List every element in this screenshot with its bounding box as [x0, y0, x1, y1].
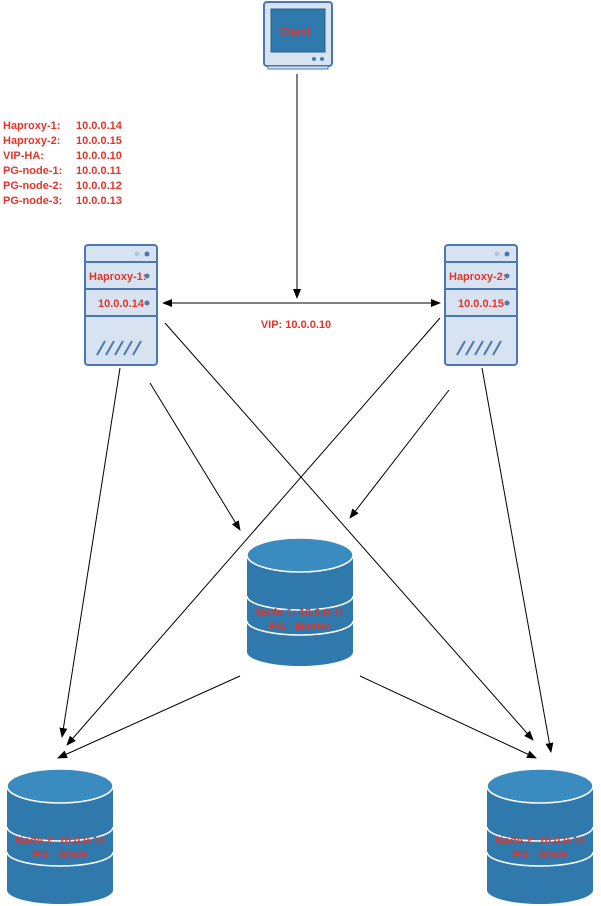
slave-left-line1: Node 2: 10.0.0.12: [15, 835, 104, 847]
legend-name-pg1: PG-node-1:: [3, 165, 62, 177]
legend-ip-haproxy1: 10.0.0.14: [76, 120, 123, 132]
legend-ip-pg2: 10.0.0.12: [76, 180, 122, 192]
slave-right-line1: Node 2: 10.0.0.12: [495, 835, 584, 847]
legend-name-vip: VIP-HA:: [3, 150, 44, 162]
legend-name-pg3: PG-node-3:: [3, 195, 62, 207]
vip-label: VIP: 10.0.0.10: [261, 319, 331, 331]
haproxy2-name-label: Haproxy-2:: [449, 271, 506, 283]
master-line2: PG - Master: [269, 621, 331, 633]
slave-left-line2: PG - Slave: [33, 849, 87, 861]
ip-legend: Haproxy-1: 10.0.0.14 Haproxy-2: 10.0.0.1…: [3, 120, 123, 207]
haproxy1-to-slave-left-arrow: [59, 367, 121, 738]
slave-left-node: Node 2: 10.0.0.12 PG - Slave: [6, 768, 114, 904]
haproxy2-to-master-arrow: [349, 389, 450, 519]
connections: [57, 74, 554, 759]
database-icon: [246, 537, 354, 666]
legend-ip-vip: 10.0.0.10: [76, 150, 122, 162]
haproxy2-node: Haproxy-2: 10.0.0.15: [444, 244, 518, 366]
master-line1: Node 1: 10.0.0.11: [256, 607, 345, 619]
haproxy2-to-slave-left-arrow: [66, 317, 441, 746]
haproxy2-ip-label: 10.0.0.15: [458, 298, 504, 310]
legend-name-haproxy2: Haproxy-2:: [3, 135, 60, 147]
legend-name-haproxy1: Haproxy-1:: [3, 120, 60, 132]
server-icon: [444, 244, 518, 366]
haproxy1-to-slave-right-arrow: [164, 322, 534, 741]
legend-ip-pg1: 10.0.0.11: [76, 165, 121, 177]
legend-name-pg2: PG-node-2:: [3, 180, 62, 192]
haproxy1-ip-label: 10.0.0.14: [98, 298, 145, 310]
master-to-slave-left-arrow: [57, 675, 241, 759]
haproxy1-node: Haproxy-1: 10.0.0.14: [84, 244, 158, 366]
database-icon: [486, 768, 594, 904]
legend-ip-pg3: 10.0.0.13: [76, 195, 122, 207]
haproxy1-name-label: Haproxy-1:: [89, 271, 146, 283]
client-node: Client: [263, 1, 333, 70]
database-icon: [6, 768, 114, 904]
client-label: Client: [280, 26, 311, 38]
slave-right-node: Node 2: 10.0.0.12 PG - Slave: [486, 768, 594, 904]
master-node: Node 1: 10.0.0.11 PG - Master: [246, 537, 354, 666]
monitor-icon: [263, 1, 333, 70]
haproxy1-to-master-arrow: [149, 382, 241, 531]
slave-right-line2: PG - Slave: [513, 849, 567, 861]
master-to-slave-right-arrow: [359, 675, 537, 759]
haproxy2-to-slave-right-arrow: [481, 367, 554, 753]
server-icon: [84, 244, 158, 366]
legend-ip-haproxy2: 10.0.0.15: [76, 135, 122, 147]
